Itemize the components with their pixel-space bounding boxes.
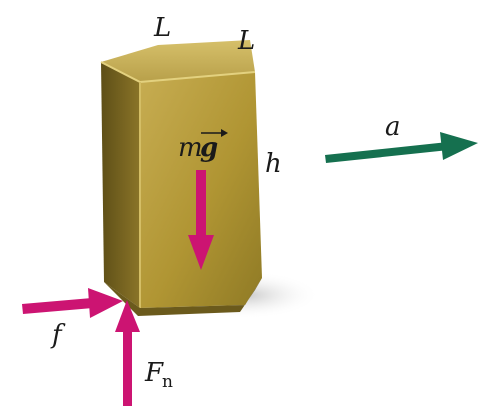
normal-force-arrow <box>115 300 140 406</box>
height-label: h <box>265 149 282 179</box>
friction-label: f <box>50 320 66 350</box>
normal-force-subscript: n <box>162 372 173 392</box>
weight-arrow <box>188 170 214 270</box>
block <box>100 40 262 316</box>
block-top-face <box>101 40 255 82</box>
block-bottom-bevel <box>104 278 262 316</box>
vector-arrow-icon <box>201 129 228 137</box>
friction-arrow <box>22 288 123 318</box>
block-side-face <box>101 62 140 308</box>
edge-length-label-top: L <box>153 13 171 43</box>
acceleration-label: a <box>385 112 401 142</box>
normal-force-label: F <box>144 358 164 388</box>
acceleration-arrow <box>325 132 478 163</box>
edge-length-label-right: L <box>237 26 255 56</box>
weight-label-m: m <box>178 133 203 163</box>
weight-label-g: g <box>200 133 218 163</box>
